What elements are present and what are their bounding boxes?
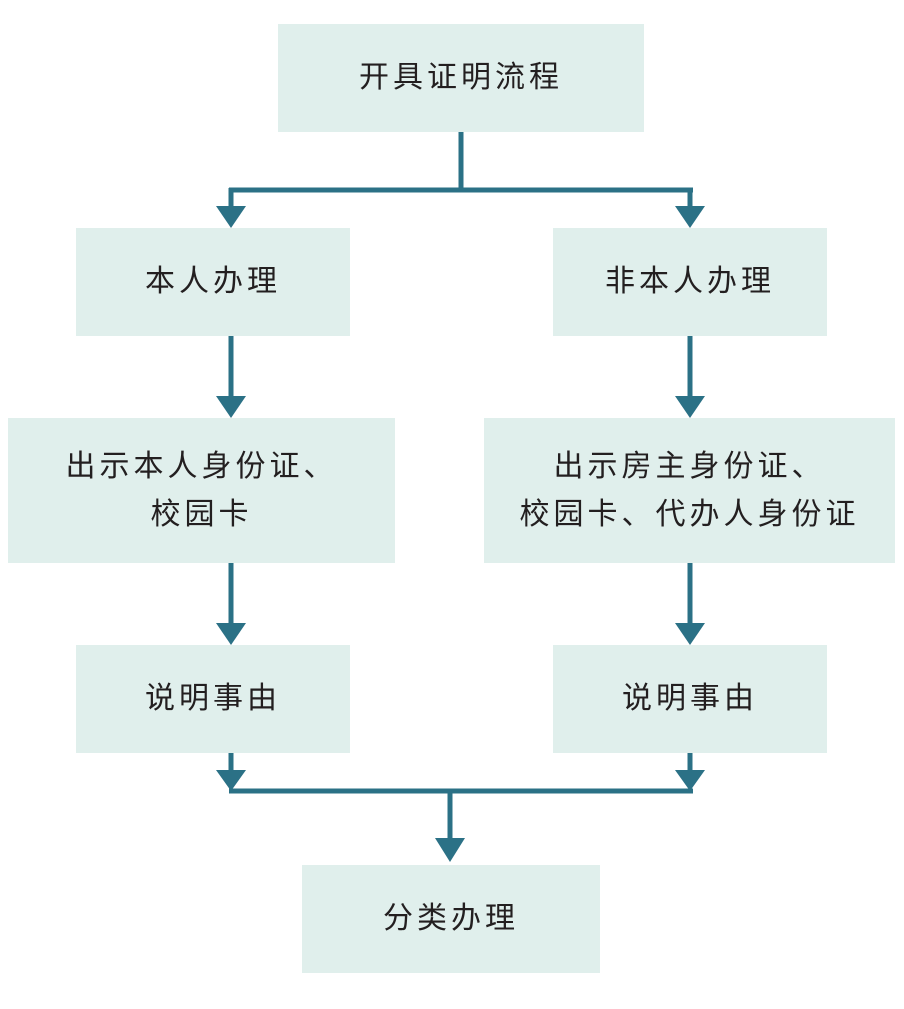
node-other-docs-line-2: 校园卡、代办人身份证 — [519, 496, 860, 532]
arrowhead-to-other — [675, 206, 705, 228]
node-other-documents: 出示房主身份证、 校园卡、代办人身份证 — [484, 418, 895, 563]
node-other-reason-label: 说明事由 — [622, 681, 758, 716]
arrowhead-to-final — [435, 838, 465, 862]
arrowhead-other-merge — [675, 770, 705, 791]
node-start-process: 开具证明流程 — [278, 24, 644, 132]
node-other-docs-line-1: 出示房主身份证、 — [553, 448, 826, 484]
arrowhead-to-self — [216, 206, 246, 228]
arrowhead-to-self-docs — [216, 396, 246, 418]
arrowhead-to-other-reason — [675, 623, 705, 645]
node-self-label: 本人办理 — [145, 264, 281, 299]
arrowhead-to-self-reason — [216, 623, 246, 645]
node-final-label: 分类办理 — [383, 901, 519, 936]
node-self-handle: 本人办理 — [76, 228, 350, 336]
node-self-reason-label: 说明事由 — [145, 681, 281, 716]
node-other-label: 非本人办理 — [605, 264, 775, 299]
node-final-handling: 分类办理 — [302, 865, 600, 973]
node-self-documents: 出示本人身份证、 校园卡 — [8, 418, 395, 563]
node-other-reason: 说明事由 — [553, 645, 827, 753]
arrowhead-self-merge — [216, 770, 246, 791]
node-self-reason: 说明事由 — [76, 645, 350, 753]
arrowhead-to-other-docs — [675, 396, 705, 418]
node-start-label: 开具证明流程 — [359, 60, 563, 95]
node-other-handle: 非本人办理 — [553, 228, 827, 336]
node-self-docs-line-2: 校园卡 — [150, 496, 253, 532]
node-self-docs-line-1: 出示本人身份证、 — [65, 448, 338, 484]
